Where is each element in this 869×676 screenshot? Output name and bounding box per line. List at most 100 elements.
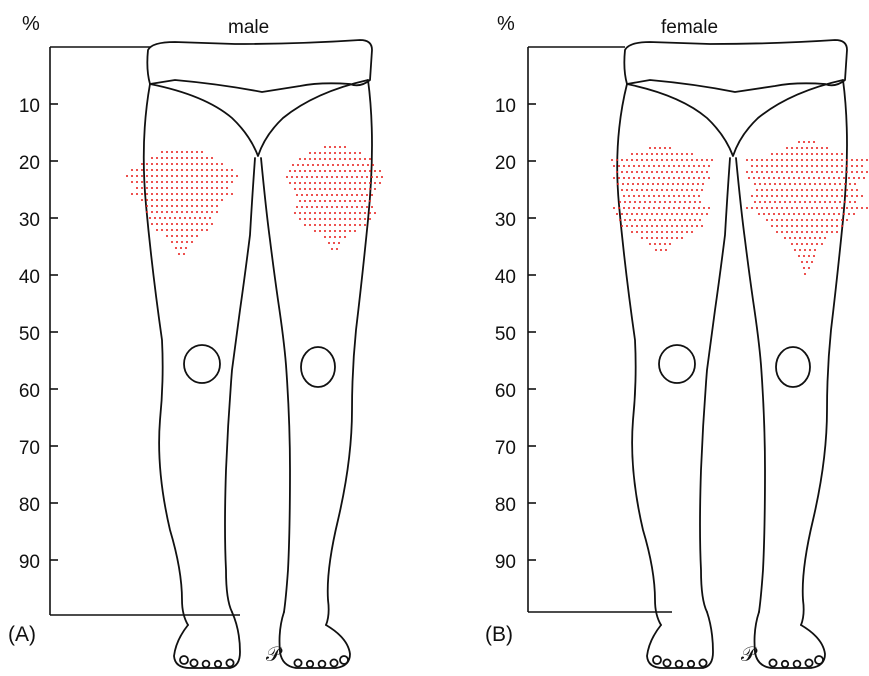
dot-marker xyxy=(646,231,648,233)
dot-marker xyxy=(299,158,301,160)
dot-marker xyxy=(622,183,624,185)
dot-marker xyxy=(653,177,655,179)
dot-marker xyxy=(176,181,178,183)
dot-marker xyxy=(196,199,198,201)
dot-marker xyxy=(301,194,303,196)
dot-marker xyxy=(349,170,351,172)
dot-marker xyxy=(201,187,203,189)
dot-marker xyxy=(794,249,796,251)
dot-marker xyxy=(661,159,663,161)
dot-marker xyxy=(703,207,705,209)
dot-marker xyxy=(676,231,678,233)
dot-marker xyxy=(624,201,626,203)
dot-marker xyxy=(171,187,173,189)
dot-marker xyxy=(354,158,356,160)
dot-marker xyxy=(161,181,163,183)
dot-marker xyxy=(844,201,846,203)
dot-marker xyxy=(324,158,326,160)
dot-marker xyxy=(671,237,673,239)
dot-marker xyxy=(171,199,173,201)
dot-marker xyxy=(618,165,620,167)
dot-marker xyxy=(831,153,833,155)
dot-marker xyxy=(659,243,661,245)
dot-marker xyxy=(309,218,311,220)
dot-marker xyxy=(811,159,813,161)
dot-marker xyxy=(799,237,801,239)
dot-marker xyxy=(818,177,820,179)
dot-marker xyxy=(339,230,341,232)
dot-marker xyxy=(801,231,803,233)
dot-marker xyxy=(701,213,703,215)
dot-marker xyxy=(766,207,768,209)
dot-marker xyxy=(686,231,688,233)
dot-marker xyxy=(823,213,825,215)
dot-marker xyxy=(831,219,833,221)
dot-marker xyxy=(171,151,173,153)
dot-marker xyxy=(181,223,183,225)
dot-marker xyxy=(746,171,748,173)
dot-marker xyxy=(809,183,811,185)
dot-marker xyxy=(156,229,158,231)
dot-marker xyxy=(366,194,368,196)
dot-marker xyxy=(851,189,853,191)
dot-marker xyxy=(691,231,693,233)
dot-marker xyxy=(841,207,843,209)
dot-marker xyxy=(806,231,808,233)
dot-marker xyxy=(814,201,816,203)
dot-marker xyxy=(671,189,673,191)
dot-marker xyxy=(861,165,863,167)
dot-marker xyxy=(659,147,661,149)
dot-marker xyxy=(356,176,358,178)
dot-marker xyxy=(751,171,753,173)
dot-marker xyxy=(656,225,658,227)
dot-marker xyxy=(784,237,786,239)
dot-marker xyxy=(211,199,213,201)
dot-marker xyxy=(681,213,683,215)
dot-marker xyxy=(617,183,619,185)
dot-marker xyxy=(799,249,801,251)
dot-marker xyxy=(314,200,316,202)
dot-marker xyxy=(633,195,635,197)
dot-marker xyxy=(354,224,356,226)
dot-marker xyxy=(339,158,341,160)
dot-marker xyxy=(186,223,188,225)
dot-marker xyxy=(126,175,128,177)
dot-marker xyxy=(641,213,643,215)
dot-marker xyxy=(669,219,671,221)
dot-marker xyxy=(638,165,640,167)
dot-marker xyxy=(678,165,680,167)
dot-marker xyxy=(786,159,788,161)
dot-marker xyxy=(776,195,778,197)
dot-marker xyxy=(683,195,685,197)
dot-marker xyxy=(319,188,321,190)
dot-marker xyxy=(849,183,851,185)
dot-marker xyxy=(181,157,183,159)
dot-marker xyxy=(196,169,198,171)
dot-marker xyxy=(131,169,133,171)
artist-signature: 𝒫 xyxy=(741,644,755,664)
dot-marker xyxy=(692,183,694,185)
dot-marker xyxy=(814,183,816,185)
dot-marker xyxy=(808,255,810,257)
dot-marker xyxy=(691,153,693,155)
dot-marker xyxy=(231,169,233,171)
dot-marker xyxy=(179,217,181,219)
dot-marker xyxy=(638,207,640,209)
dot-marker xyxy=(863,177,865,179)
dot-marker xyxy=(347,164,349,166)
dot-marker xyxy=(781,159,783,161)
dot-marker xyxy=(756,189,758,191)
dot-marker xyxy=(307,164,309,166)
dot-marker xyxy=(821,147,823,149)
dot-marker xyxy=(304,218,306,220)
dot-marker xyxy=(201,151,203,153)
dot-marker xyxy=(169,217,171,219)
dot-marker xyxy=(806,171,808,173)
dot-marker xyxy=(816,243,818,245)
dot-marker xyxy=(856,171,858,173)
dot-marker xyxy=(623,165,625,167)
dot-marker xyxy=(831,189,833,191)
dot-marker xyxy=(376,176,378,178)
dot-marker xyxy=(636,153,638,155)
dot-marker xyxy=(171,241,173,243)
